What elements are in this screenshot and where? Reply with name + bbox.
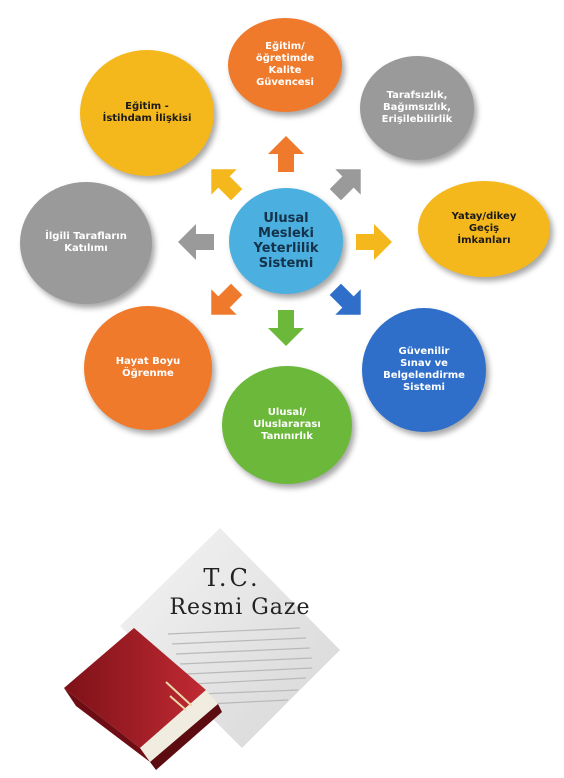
arrow-up-left	[199, 157, 250, 208]
gazette-text-lines	[167, 627, 313, 705]
arrow-up-shape	[268, 136, 304, 172]
node-mobility: Yatay/dikey Geçiş İmkanları	[418, 181, 550, 277]
arrow-up-right-shape	[329, 169, 361, 201]
arrow-up	[268, 136, 304, 172]
official-gazette-illustration: T.C. Resmi Gaze	[0, 500, 564, 778]
node-label: Ulusal/ Uluslararası Tanınırlık	[253, 407, 321, 442]
node-label: İlgili Tarafların Katılımı	[45, 231, 127, 254]
arrow-right	[356, 224, 392, 260]
center-node-label: Ulusal Mesleki Yeterlilik Sistemi	[253, 211, 319, 271]
node-label: Tarafsızlık, Bağımsızlık, Erişilebilirli…	[381, 90, 453, 125]
node-assessment-certification: Güvenilir Sınav ve Belgelendirme Sistemi	[362, 308, 486, 432]
arrow-right-shape	[356, 224, 392, 260]
node-stakeholder-participation: İlgili Tarafların Katılımı	[20, 182, 152, 304]
node-label: Eğitim/ öğretimde Kalite Güvencesi	[255, 41, 315, 88]
gazette-page	[120, 528, 340, 748]
gazette-image: T.C. Resmi Gaze	[64, 528, 340, 770]
law-book	[64, 628, 222, 770]
node-quality-assurance: Eğitim/ öğretimde Kalite Güvencesi	[228, 18, 342, 112]
arrow-down-right-shape	[329, 283, 361, 315]
node-impartiality: Tarafsızlık, Bağımsızlık, Erişilebilirli…	[360, 56, 474, 160]
node-label: Yatay/dikey Geçiş İmkanları	[451, 211, 517, 246]
node-label: Hayat Boyu Öğrenme	[115, 356, 181, 379]
qualification-system-diagram: Ulusal Mesleki Yeterlilik Sistemi Eğitim…	[20, 18, 550, 484]
center-node: Ulusal Mesleki Yeterlilik Sistemi	[229, 188, 343, 294]
arrow-up-right	[323, 157, 374, 208]
arrow-up-left-shape	[211, 169, 243, 201]
arrow-down-right	[323, 277, 374, 328]
arrow-down-shape	[268, 310, 304, 346]
gazette-title-tc: T.C.	[203, 564, 260, 592]
node-label: Eğitim - İstihdam İlişkisi	[102, 101, 192, 124]
arrow-down	[268, 310, 304, 346]
arrow-left-shape	[178, 224, 214, 260]
arrow-down-left	[199, 277, 250, 328]
node-label: Güvenilir Sınav ve Belgelendirme Sistemi	[383, 346, 465, 393]
arrow-left	[178, 224, 214, 260]
node-recognition: Ulusal/ Uluslararası Tanınırlık	[222, 366, 352, 484]
arrow-down-left-shape	[211, 283, 243, 315]
gazette-title-resmi: Resmi Gaze	[169, 595, 310, 620]
node-education-employment: Eğitim - İstihdam İlişkisi	[80, 50, 214, 176]
node-lifelong-learning: Hayat Boyu Öğrenme	[84, 306, 212, 430]
